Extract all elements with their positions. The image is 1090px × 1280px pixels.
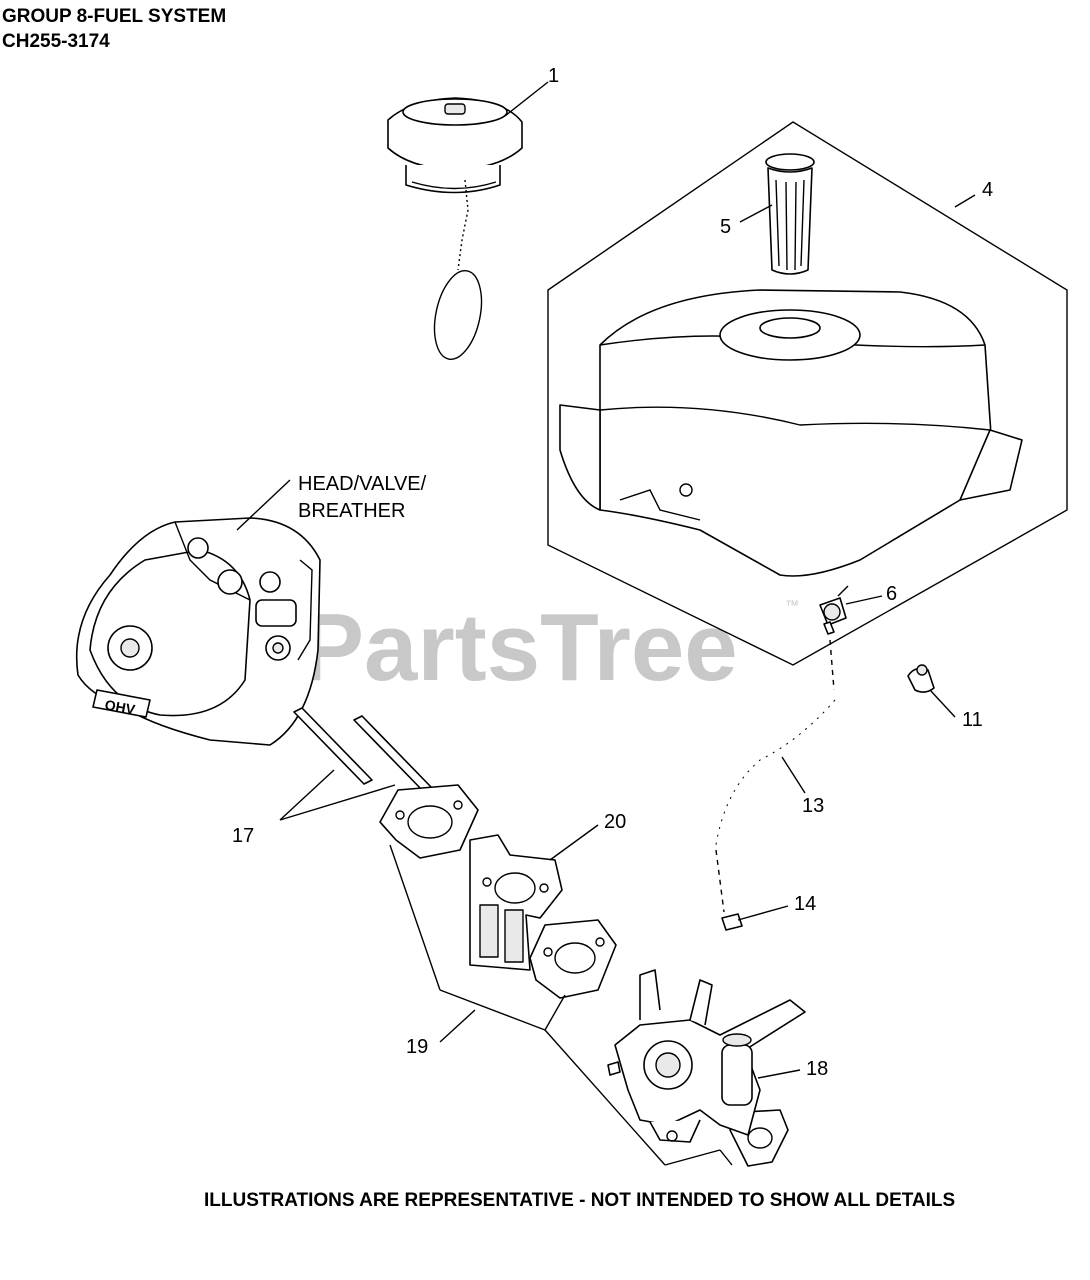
callout-14: 14 (794, 893, 816, 915)
callout-11: 11 (962, 709, 983, 731)
carburetor[interactable] (607, 969, 806, 1143)
watermark-text: PartsTree (300, 594, 738, 701)
fuel-strainer[interactable] (765, 153, 815, 275)
callout-head-line1: HEAD/VALVE/ (298, 473, 427, 495)
callout-20: 20 (604, 811, 626, 833)
leader-18 (757, 1069, 801, 1079)
leader-17b (279, 784, 396, 821)
callout-18: 18 (806, 1058, 828, 1080)
leader-11 (929, 689, 956, 718)
fuel-cap[interactable] (387, 97, 523, 364)
leader-dash-6-13 (829, 639, 835, 691)
callout-5: 5 (720, 216, 731, 238)
leader-head (236, 479, 291, 531)
fuel-line-texture (715, 699, 836, 846)
fuel-tank[interactable] (559, 289, 1023, 577)
fuel-line[interactable] (706, 693, 843, 847)
callout-13: 13 (802, 795, 824, 817)
watermark-trademark: ™ (785, 597, 799, 613)
callout-4: 4 (982, 179, 993, 201)
mounting-studs[interactable] (293, 707, 433, 793)
callout-19: 19 (406, 1036, 428, 1058)
gasket-upper[interactable] (379, 784, 479, 859)
callout-6: 6 (886, 583, 897, 605)
model-number: CH255-3174 (2, 31, 110, 52)
leader-13 (781, 756, 806, 794)
insulator-plate[interactable] (469, 834, 563, 971)
leader-14 (737, 905, 789, 921)
leader-dash-13-14 (715, 849, 725, 913)
gasket-group-bracket (389, 844, 733, 1166)
head-valve-breather[interactable]: OHV (75, 517, 321, 746)
hose-clip[interactable] (721, 913, 743, 931)
leader-5 (739, 204, 773, 223)
leader-1 (504, 81, 549, 117)
leader-4 (954, 194, 976, 208)
fuel-valve[interactable] (819, 585, 849, 635)
callout-1: 1 (548, 65, 559, 87)
leader-19 (439, 1009, 476, 1043)
disclaimer-footer: ILLUSTRATIONS ARE REPRESENTATIVE - NOT I… (204, 1190, 956, 1211)
gasket-middle[interactable] (529, 919, 617, 999)
exploded-parts-diagram: PartsTree ™ (75, 65, 1068, 1167)
leader-20 (549, 824, 599, 861)
tank-kit-outline (547, 121, 1068, 666)
diagram-title: GROUP 8-FUEL SYSTEM (2, 6, 227, 27)
callout-17: 17 (232, 825, 254, 847)
callout-head-line2: BREATHER (298, 500, 405, 522)
leader-6 (845, 595, 883, 605)
leader-17a (279, 769, 335, 821)
ohv-emblem: OHV (104, 697, 137, 718)
hose-clamp[interactable] (907, 664, 935, 693)
